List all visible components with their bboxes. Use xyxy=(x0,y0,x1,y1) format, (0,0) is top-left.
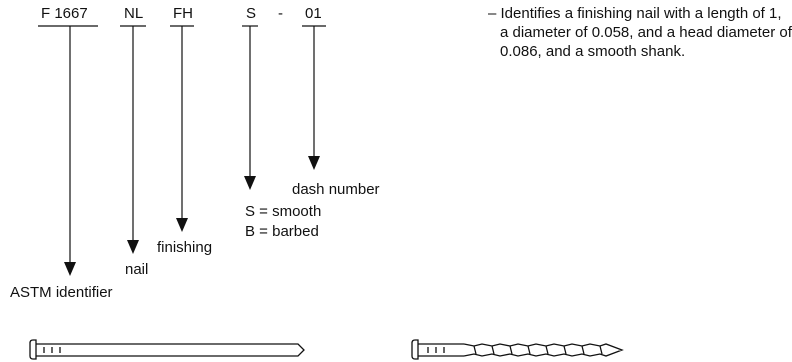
description-line-2: a diameter of 0.058, and a head diameter… xyxy=(500,24,792,41)
label-dash-number: dash number xyxy=(292,181,380,198)
arrow-style-head xyxy=(176,218,188,232)
code-spec: F 1667 xyxy=(41,5,88,22)
label-finishing: finishing xyxy=(157,239,213,256)
code-shank: S xyxy=(246,5,257,22)
code-dash: 01 xyxy=(305,5,322,22)
description-line-3: 0.086, and a smooth shank. xyxy=(500,43,686,60)
barbed-nail-drawing xyxy=(411,339,624,360)
arrow-dash-head xyxy=(308,156,320,170)
label-shank-smooth: S = smooth xyxy=(245,203,322,220)
arrow-shank-head xyxy=(244,176,256,190)
code-separator: - xyxy=(278,5,283,22)
label-nail: nail xyxy=(125,261,149,278)
code-style: FH xyxy=(173,5,193,22)
label-astm-identifier: ASTM identifier xyxy=(10,284,113,301)
description-line-1: – Identifies a finishing nail with a len… xyxy=(488,5,782,22)
smooth-nail-drawing xyxy=(29,339,305,360)
label-shank-barbed: B = barbed xyxy=(245,223,319,240)
arrow-spec-head xyxy=(64,262,76,276)
arrow-type-head xyxy=(127,240,139,254)
code-type: NL xyxy=(124,5,144,22)
description: – Identifies a finishing nail with a len… xyxy=(488,4,792,61)
